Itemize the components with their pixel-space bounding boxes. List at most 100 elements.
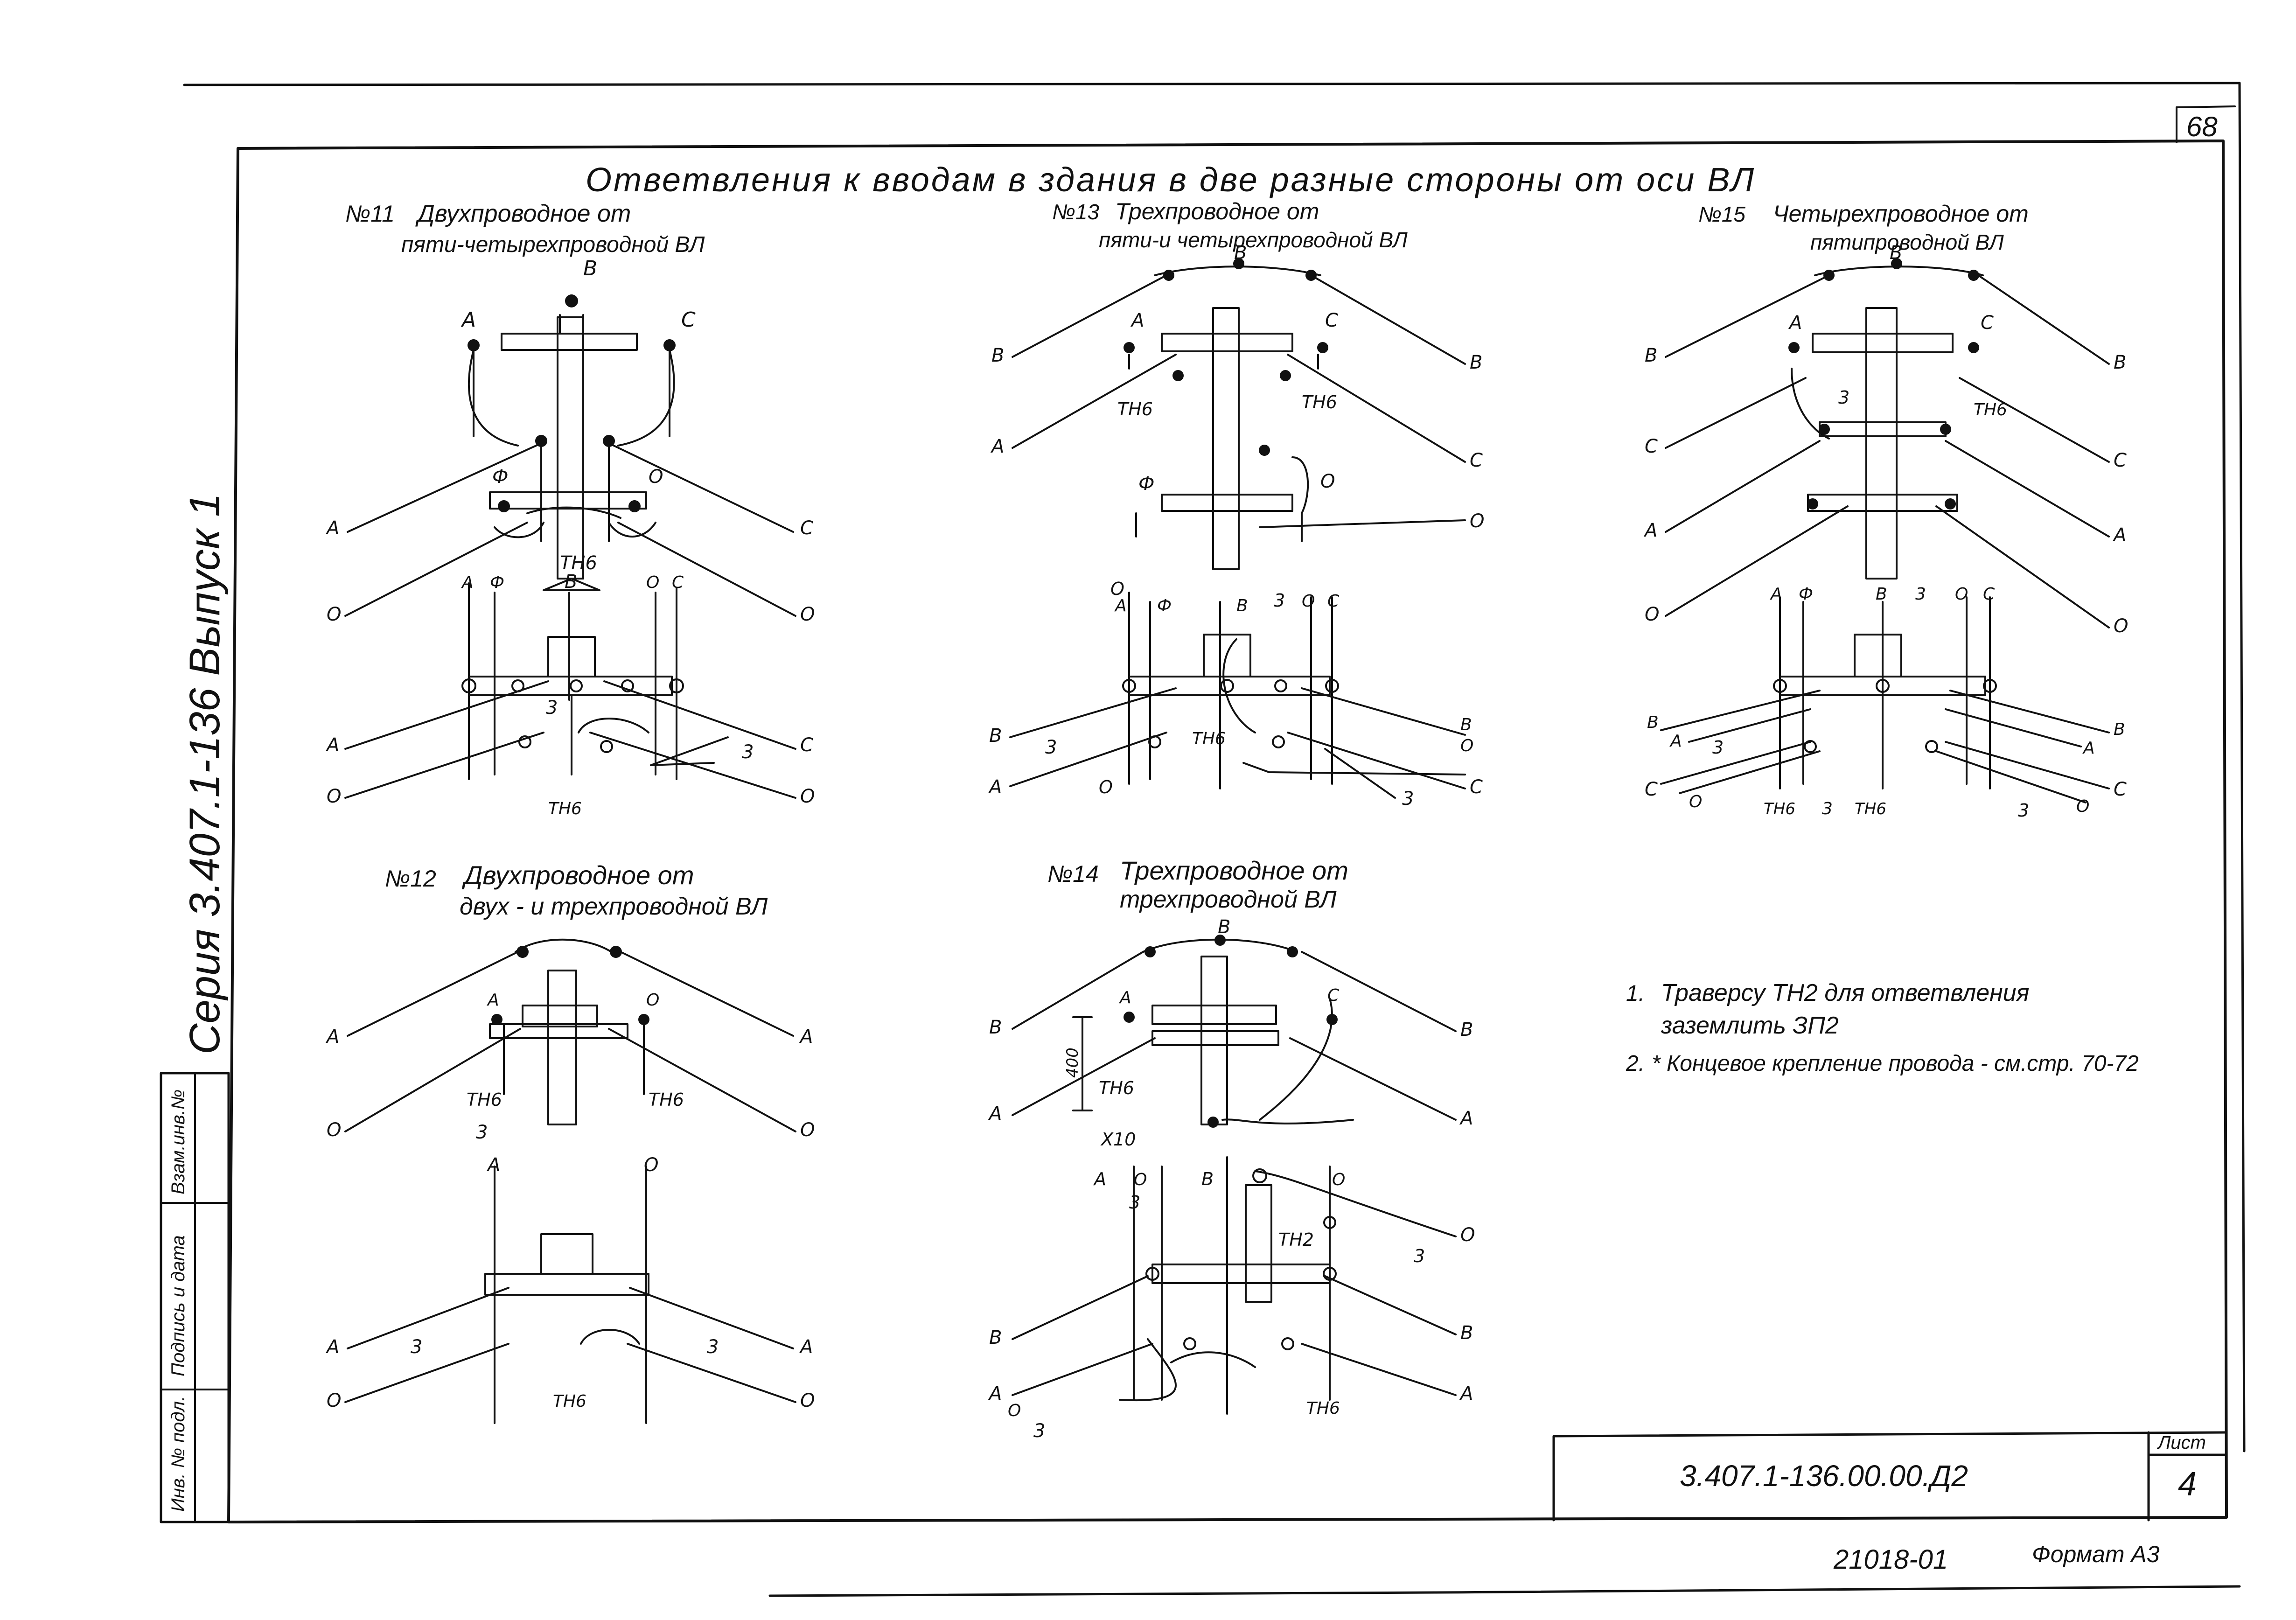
node: [1183, 1337, 1196, 1350]
wire-label-o: О: [800, 1119, 815, 1141]
fitting-label-tn6: ТН6: [1764, 800, 1795, 818]
wire-label-b: В: [1647, 713, 1659, 732]
wire-label-a: А: [1788, 312, 1802, 334]
fitting-label-tn6: ТН6: [1302, 392, 1337, 412]
node: [1122, 679, 1136, 693]
fitting-label-tn2: ТН2: [1278, 1229, 1314, 1250]
node: [1220, 679, 1234, 693]
wire-label-a: А: [2082, 739, 2095, 758]
insulator: [1968, 342, 1979, 353]
wire-label-a: А: [988, 776, 1002, 798]
node: [1773, 679, 1787, 693]
diagram-titles: №11 Двухпроводное от пяти-четырехпроводн…: [345, 198, 2029, 920]
insulator: [1233, 258, 1244, 269]
diagram-11-insulators: [468, 294, 676, 512]
insulator: [1145, 946, 1156, 957]
wire-label-a: А: [1114, 596, 1127, 615]
insulator: [1305, 270, 1317, 281]
wire-label-b: В: [989, 1017, 1002, 1038]
wire-label-f: Ф: [1138, 473, 1154, 495]
terminal-label-x10: Х10: [1100, 1129, 1136, 1150]
insulator: [1287, 946, 1298, 957]
wire-label-b: В: [1460, 715, 1472, 734]
diagram-14-title-line2: трехпроводной ВЛ: [1120, 886, 1337, 913]
wire-label-o: О: [800, 1390, 815, 1411]
clamp-label-3: 3: [1712, 737, 1724, 758]
clamp-label-3: 3: [1402, 788, 1414, 810]
wire-label-o: О: [646, 991, 659, 1010]
wire-label-o: О: [1955, 585, 1968, 604]
wire-label-a: А: [461, 573, 474, 592]
wire-label-o: О: [1099, 777, 1113, 797]
wire-label-b: В: [1470, 352, 1482, 373]
fitting-label-tn6: ТН6: [1306, 1399, 1340, 1418]
wire-label-a: А: [325, 734, 339, 756]
insulator: [1807, 498, 1818, 510]
diagram-13-front-view: [1012, 265, 1466, 570]
wire-label-c: С: [1981, 312, 1994, 334]
insulator: [1326, 1014, 1338, 1025]
document-code: 3.407.1-136.00.00.Д2: [1680, 1459, 1968, 1493]
note-1-text-line2: заземлить ЗП2: [1661, 1012, 1839, 1039]
fitting-label-tn6: ТН6: [553, 1392, 586, 1411]
node: [1252, 1168, 1267, 1183]
diagram-13-title-line1: Трехпроводное от: [1115, 198, 1319, 224]
format-label: Формат А3: [2032, 1541, 2160, 1567]
wire-label-o: О: [1134, 1170, 1147, 1189]
wire-label-o: О: [644, 1154, 658, 1176]
diagram-12-front-view: [344, 938, 796, 1132]
wire-label-b: В: [1460, 1322, 1473, 1344]
wire-label-a: А: [1770, 585, 1782, 604]
wire-label-a: А: [461, 308, 476, 332]
wire-label-o: О: [646, 573, 659, 592]
node: [669, 678, 684, 693]
wire-label-c: С: [1325, 310, 1338, 331]
diagram-14-labels: В В В А С 400 ТН6 А А Х10 А О В О О 3 ТН…: [988, 916, 1475, 1442]
wire-label-a: А: [325, 517, 339, 539]
node: [511, 679, 524, 692]
wire-label-o: О: [1332, 1170, 1345, 1189]
insulator: [468, 339, 480, 351]
diagram-12-title-line1: Двухпроводное от: [461, 860, 694, 890]
insulator: [491, 1014, 502, 1025]
insulator: [1819, 424, 1830, 435]
insulator: [1945, 498, 1956, 510]
diagram-12-number: №12: [385, 866, 436, 892]
clamp-label-3: 3: [411, 1336, 422, 1358]
wire-label-c: С: [1645, 436, 1658, 457]
wire-label-c: С: [1645, 779, 1658, 800]
diagram-15-plan-view: [1660, 596, 2110, 803]
wire-label-o: О: [2114, 615, 2128, 637]
wire-label-o: О: [800, 786, 815, 807]
diagram-15-front-view: [1665, 265, 2110, 628]
wire-label-c: С: [2114, 779, 2127, 800]
insulator: [1259, 445, 1270, 456]
wire-label-a: А: [1669, 732, 1682, 751]
wire-label-b: В: [991, 345, 1004, 366]
node: [1148, 735, 1161, 748]
diagram-15-title-line1: Четырехпроводное от: [1773, 201, 2029, 227]
clamp-label-3: 3: [2018, 800, 2029, 821]
wire-label-o: О: [1110, 579, 1124, 599]
diagram-14-front-view: [1012, 938, 1457, 1125]
clamp-label-3: 3: [1129, 1192, 1140, 1213]
diagram-11-labels: В А С Ф О А С О О ТН6 А Ф В О С А С О О …: [325, 257, 815, 818]
diagram-13-plan-view: [1009, 592, 1466, 799]
wire-label-a: А: [990, 436, 1004, 457]
wire-label-b: В: [989, 725, 1002, 747]
fitting-label-tn6: ТН6: [467, 1089, 502, 1110]
node: [1145, 1267, 1159, 1281]
insulator: [1968, 270, 1979, 281]
wire-label-o: О: [1460, 736, 1473, 755]
diagram-15-plan-nodes: [1773, 679, 1997, 753]
wire-label-o: О: [1302, 592, 1315, 611]
insulator: [1214, 935, 1226, 946]
node: [461, 678, 476, 693]
clamp-label-3: 3: [546, 697, 558, 719]
wire-label-b: В: [565, 571, 577, 593]
insulator: [1207, 1117, 1219, 1128]
diagram-13-insulators: [1124, 258, 1328, 456]
wire-label-a: А: [1643, 520, 1657, 541]
note-1-number: 1.: [1626, 981, 1645, 1006]
sheet-label: Лист: [2156, 1432, 2206, 1453]
